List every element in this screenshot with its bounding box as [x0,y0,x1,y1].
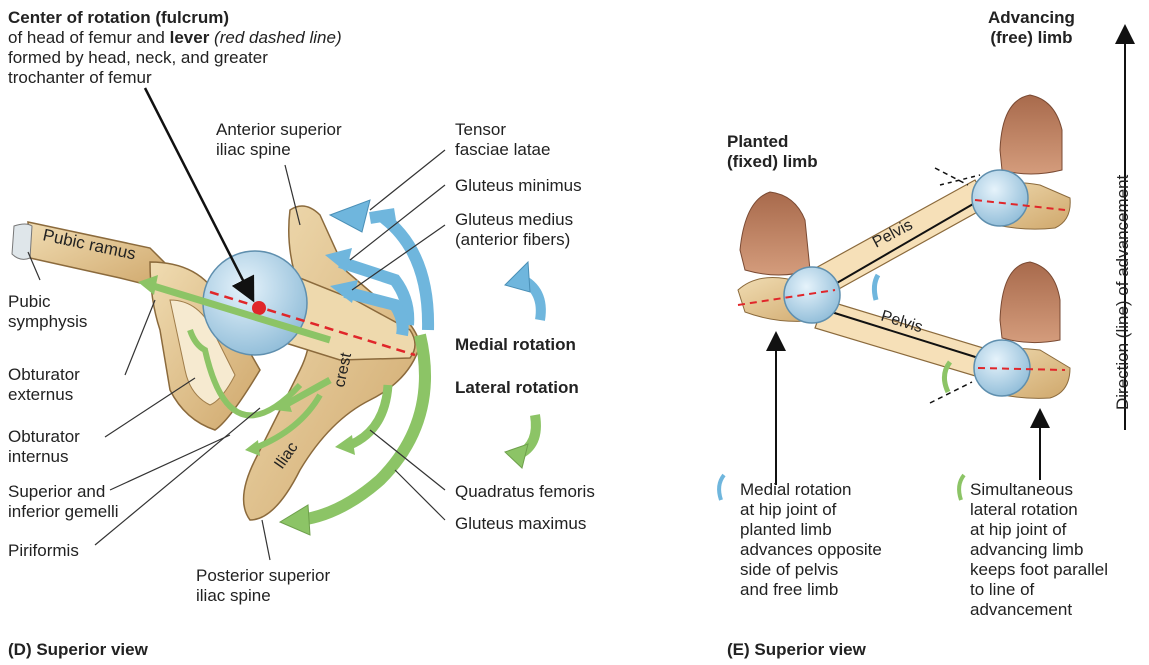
lateral-note-arrow [959,475,964,500]
medial-note-line2: at hip joint of [740,500,882,520]
advancing-limb-label: Advancing (free) limb [988,8,1075,48]
lateral-note-line3: at hip joint of [970,520,1108,540]
medial-note-line3: planted limb [740,520,882,540]
fulcrum-label: Center of rotation (fulcrum) of head of … [8,8,342,88]
fulcrum-lever-word: lever [170,28,210,47]
asis-label: Anterior superior iliac spine [216,120,342,160]
piriformis-label: Piriformis [8,541,79,561]
gemelli-line1: Superior and [8,482,119,502]
fulcrum-point [252,301,266,315]
gemelli-line2: inferior gemelli [8,502,119,522]
direction-label: Direction (line) of advancement [1113,174,1132,410]
tfl-line1: Tensor [455,120,550,140]
medial-note-line6: and free limb [740,580,882,600]
advancing-foot-top [1000,95,1062,174]
gemelli-label: Superior and inferior gemelli [8,482,119,522]
asis-line2: iliac spine [216,140,342,160]
quadratus-femoris-arrowhead [335,435,355,455]
lateral-rotation-label: Lateral rotation [455,378,579,398]
planted-line1: Planted [727,132,818,152]
obturator-externus-label: Obturator externus [8,365,80,405]
fulcrum-line2-a: of head of femur and [8,28,170,47]
fulcrum-title: Center of rotation (fulcrum) [8,8,342,28]
gluteus-maximus-arrowhead [280,505,310,535]
medial-rotation-legend-arrowhead [505,262,530,292]
gluteus-medius-label: Gluteus medius (anterior fibers) [455,210,573,250]
fulcrum-line4: trochanter of femur [8,68,342,88]
psis-line2: iliac spine [196,586,330,606]
medial-note-arrow [719,475,724,500]
lateral-note: Simultaneous lateral rotation at hip joi… [970,480,1108,620]
gluteus-minimus-label: Gluteus minimus [455,176,582,196]
lateral-note-line7: advancement [970,600,1108,620]
obturator-internus-line2: internus [8,447,80,467]
tfl-arrowhead [330,200,370,232]
advancing-femur-head-top [972,170,1028,226]
obturator-internus-line1: Obturator [8,427,80,447]
fulcrum-line2: of head of femur and lever (red dashed l… [8,28,342,48]
obturator-externus-line2: externus [8,385,80,405]
psis-label: Posterior superior iliac spine [196,566,330,606]
gluteus-medius-line2: (anterior fibers) [455,230,573,250]
obturator-externus-line1: Obturator [8,365,80,385]
panel-e-caption: (E) Superior view [727,640,866,660]
panel-d-caption: (D) Superior view [8,640,148,660]
lateral-note-line5: keeps foot parallel [970,560,1108,580]
panel-e-illustration [719,28,1125,500]
advancing-lateral-arrow [944,362,950,392]
tfl-label: Tensor fasciae latae [455,120,550,160]
advancing-line1: Advancing [988,8,1075,28]
gemelli-arrowhead [245,440,260,456]
planted-femur-head [784,267,840,323]
planted-foot [740,192,810,275]
pelvis-bar-bottom [815,300,990,378]
medial-note-line1: Medial rotation [740,480,882,500]
medial-note-line4: advances opposite [740,540,882,560]
advancing-line2: (free) limb [988,28,1075,48]
medial-rotation-label: Medial rotation [455,335,576,355]
planted-line2: (fixed) limb [727,152,818,172]
gluteus-medius-line1: Gluteus medius [455,210,573,230]
obturator-internus-label: Obturator internus [8,427,80,467]
quadratus-femoris-label: Quadratus femoris [455,482,595,502]
lateral-note-line6: to line of [970,580,1108,600]
medial-note-line5: side of pelvis [740,560,882,580]
psis-line1: Posterior superior [196,566,330,586]
pubic-symphysis-line1: Pubic [8,292,87,312]
lateral-note-line1: Simultaneous [970,480,1108,500]
pubic-symphysis-line2: symphysis [8,312,87,332]
pubic-symphysis-label: Pubic symphysis [8,292,87,332]
lateral-rotation-legend-arrowhead [505,444,528,468]
fulcrum-line3: formed by head, neck, and greater [8,48,342,68]
planted-limb-label: Planted (fixed) limb [727,132,818,172]
gluteus-maximus-label: Gluteus maximus [455,514,586,534]
fulcrum-lever-note: (red dashed line) [209,28,341,47]
planted-medial-arrow [874,275,878,300]
medial-note: Medial rotation at hip joint of planted … [740,480,882,600]
advancing-foot-bottom [1000,262,1060,343]
asis-line1: Anterior superior [216,120,342,140]
lateral-note-line2: lateral rotation [970,500,1108,520]
lateral-note-line4: advancing limb [970,540,1108,560]
tfl-line2: fasciae latae [455,140,550,160]
